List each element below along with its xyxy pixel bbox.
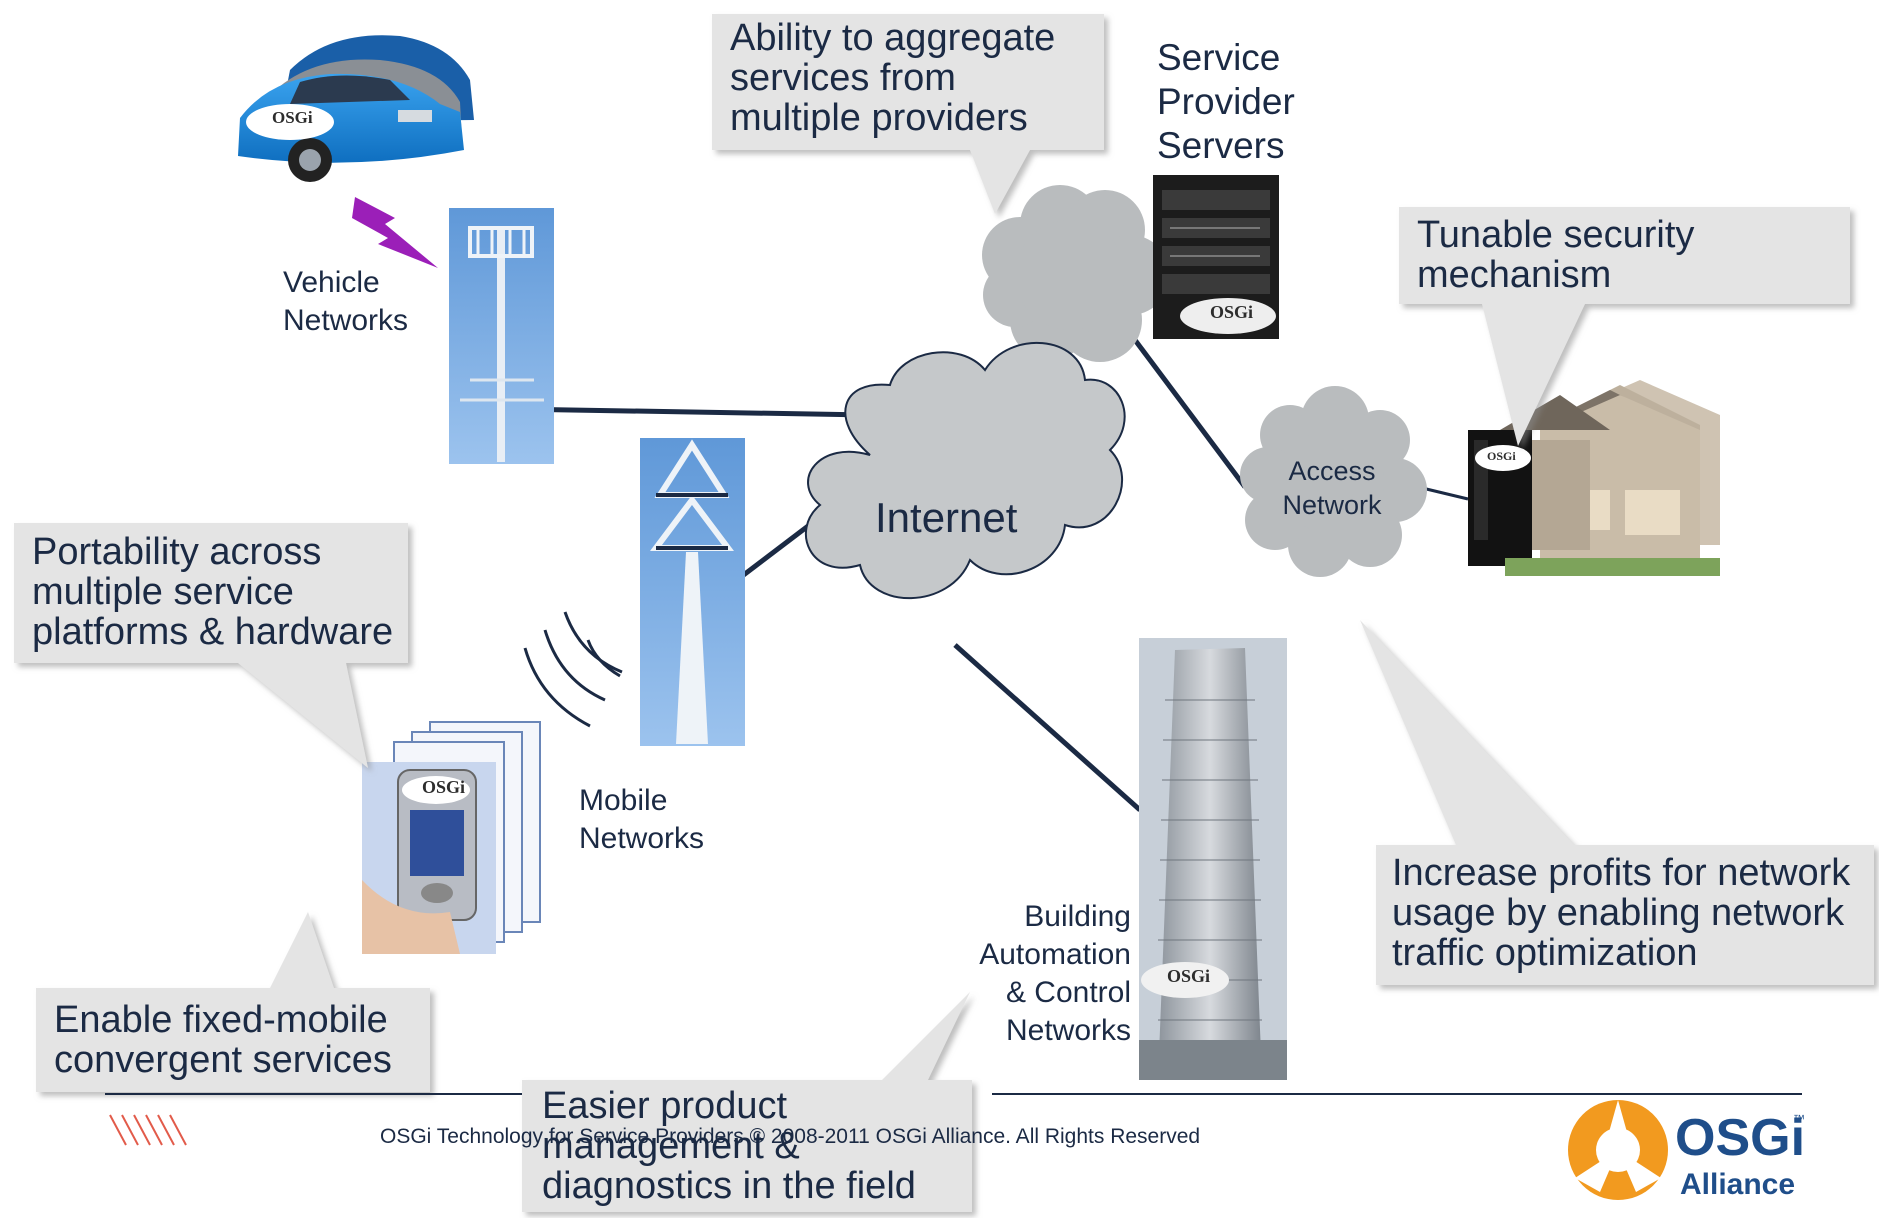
label-internet: Internet — [875, 494, 1018, 541]
wireless-bolt-icon — [352, 197, 438, 268]
osgi-badge-phone: OSGi — [422, 777, 466, 797]
callout-management-box — [522, 992, 972, 1212]
callout-convergent: Enable fixed-mobile convergent services — [54, 999, 392, 1081]
building-image — [1139, 638, 1287, 1080]
footer-logo-sub: Alliance — [1680, 1168, 1796, 1201]
access-network-cloud — [1240, 386, 1427, 577]
callout-security: Tunable security mechanism — [1417, 214, 1695, 296]
signal-waves-icon — [523, 611, 623, 728]
label-access-network: Access Network — [1282, 456, 1382, 520]
label-mobile-networks: Mobile Networks — [579, 784, 705, 855]
callout-convergent-box — [36, 912, 430, 1092]
callout-portability: Portability across multiple service plat… — [32, 531, 394, 653]
label-building-networks: Building Automation & Control Networks — [979, 900, 1131, 1047]
link-internet-building — [953, 643, 1142, 812]
callout-portability-box — [14, 523, 408, 768]
osgi-badge-car: OSGi — [272, 108, 313, 127]
footer-copyright: OSGi Technology for Service Providers © … — [380, 1125, 1201, 1148]
callout-profits-box — [1360, 620, 1874, 985]
callout-management: Easier product management & diagnostics … — [542, 1085, 916, 1207]
mobile-tower-image — [640, 438, 745, 746]
link-provider-access — [1132, 338, 1248, 489]
callout-security-box — [1399, 207, 1850, 446]
callout-aggregate-box — [712, 14, 1104, 214]
footer-logo-tm: ™ — [1793, 1112, 1805, 1126]
phones-image — [362, 721, 541, 954]
footer-stripes-icon — [109, 1114, 187, 1146]
osgi-logo-icon — [1568, 1100, 1668, 1200]
callout-profits: Increase profits for network usage by en… — [1392, 852, 1851, 974]
label-vehicle-networks: Vehicle Networks — [283, 266, 409, 337]
vehicle-tower-image — [449, 208, 554, 464]
vehicles-image — [238, 35, 474, 182]
footer-logo-main: OSGi — [1675, 1109, 1806, 1167]
label-service-provider-servers: Service Provider Servers — [1157, 37, 1295, 166]
provider-cloud — [982, 185, 1170, 362]
homes-image — [1468, 380, 1720, 576]
osgi-badge-building: OSGi — [1167, 966, 1211, 986]
internet-cloud — [804, 341, 1126, 600]
callout-aggregate: Ability to aggregate services from multi… — [730, 17, 1056, 139]
osgi-badge-gateway: OSGi — [1487, 449, 1516, 463]
provider-server-image — [1153, 175, 1279, 339]
osgi-badge-server: OSGi — [1210, 302, 1254, 322]
